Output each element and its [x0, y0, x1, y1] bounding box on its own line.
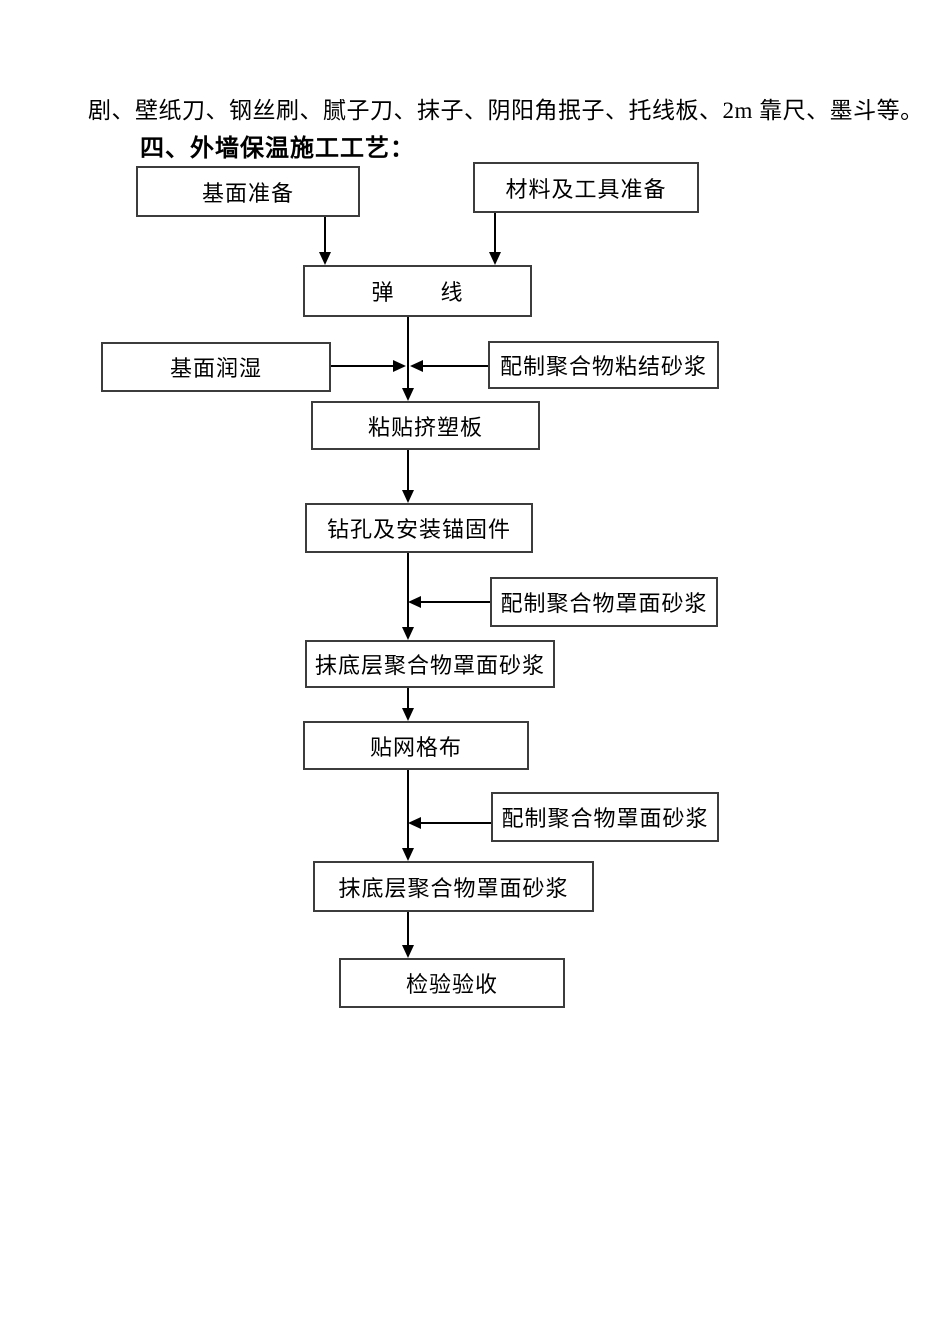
arrow-down-icon: [402, 490, 414, 503]
flow-box-mix-surface-mortar-1: 配制聚合物罩面砂浆: [490, 577, 718, 627]
arrow-down-icon: [402, 945, 414, 958]
flow-box-mix-bonding-mortar: 配制聚合物粘结砂浆: [488, 341, 719, 389]
tools-list-text: 剧、壁纸刀、钢丝刷、腻子刀、抹子、阴阳角抿子、托线板、2m 靠尺、墨斗等。: [88, 98, 924, 123]
arrow-left-icon: [410, 360, 423, 372]
flow-box-inspection-acceptance: 检验验收: [339, 958, 565, 1008]
arrow-down-icon: [402, 388, 414, 401]
arrow-down-icon: [402, 708, 414, 721]
flow-box-material-tool-prep: 材料及工具准备: [473, 162, 699, 213]
arrow-right-icon: [393, 360, 406, 372]
flow-box-paste-xps-board: 粘贴挤塑板: [311, 401, 540, 450]
section-heading: 四、外墙保温施工工艺：: [140, 136, 415, 162]
arrow-down-icon: [402, 848, 414, 861]
flow-box-mix-surface-mortar-2: 配制聚合物罩面砂浆: [491, 792, 719, 842]
arrow-left-icon: [408, 596, 421, 608]
arrow-down-icon: [489, 252, 501, 265]
flow-box-apply-base-coat-1: 抹底层聚合物罩面砂浆: [305, 640, 555, 688]
flow-box-drill-install-anchor: 钻孔及安装锚固件: [305, 503, 533, 553]
flow-box-paste-mesh-cloth: 贴网格布: [303, 721, 529, 770]
arrow-left-icon: [408, 817, 421, 829]
flow-box-apply-base-coat-2: 抹底层聚合物罩面砂浆: [313, 861, 594, 912]
flow-box-snap-line: 弹 线: [303, 265, 532, 317]
arrow-down-icon: [319, 252, 331, 265]
flow-box-base-prep: 基面准备: [136, 166, 360, 217]
flow-box-base-wetting: 基面润湿: [101, 342, 331, 392]
arrow-down-icon: [402, 627, 414, 640]
